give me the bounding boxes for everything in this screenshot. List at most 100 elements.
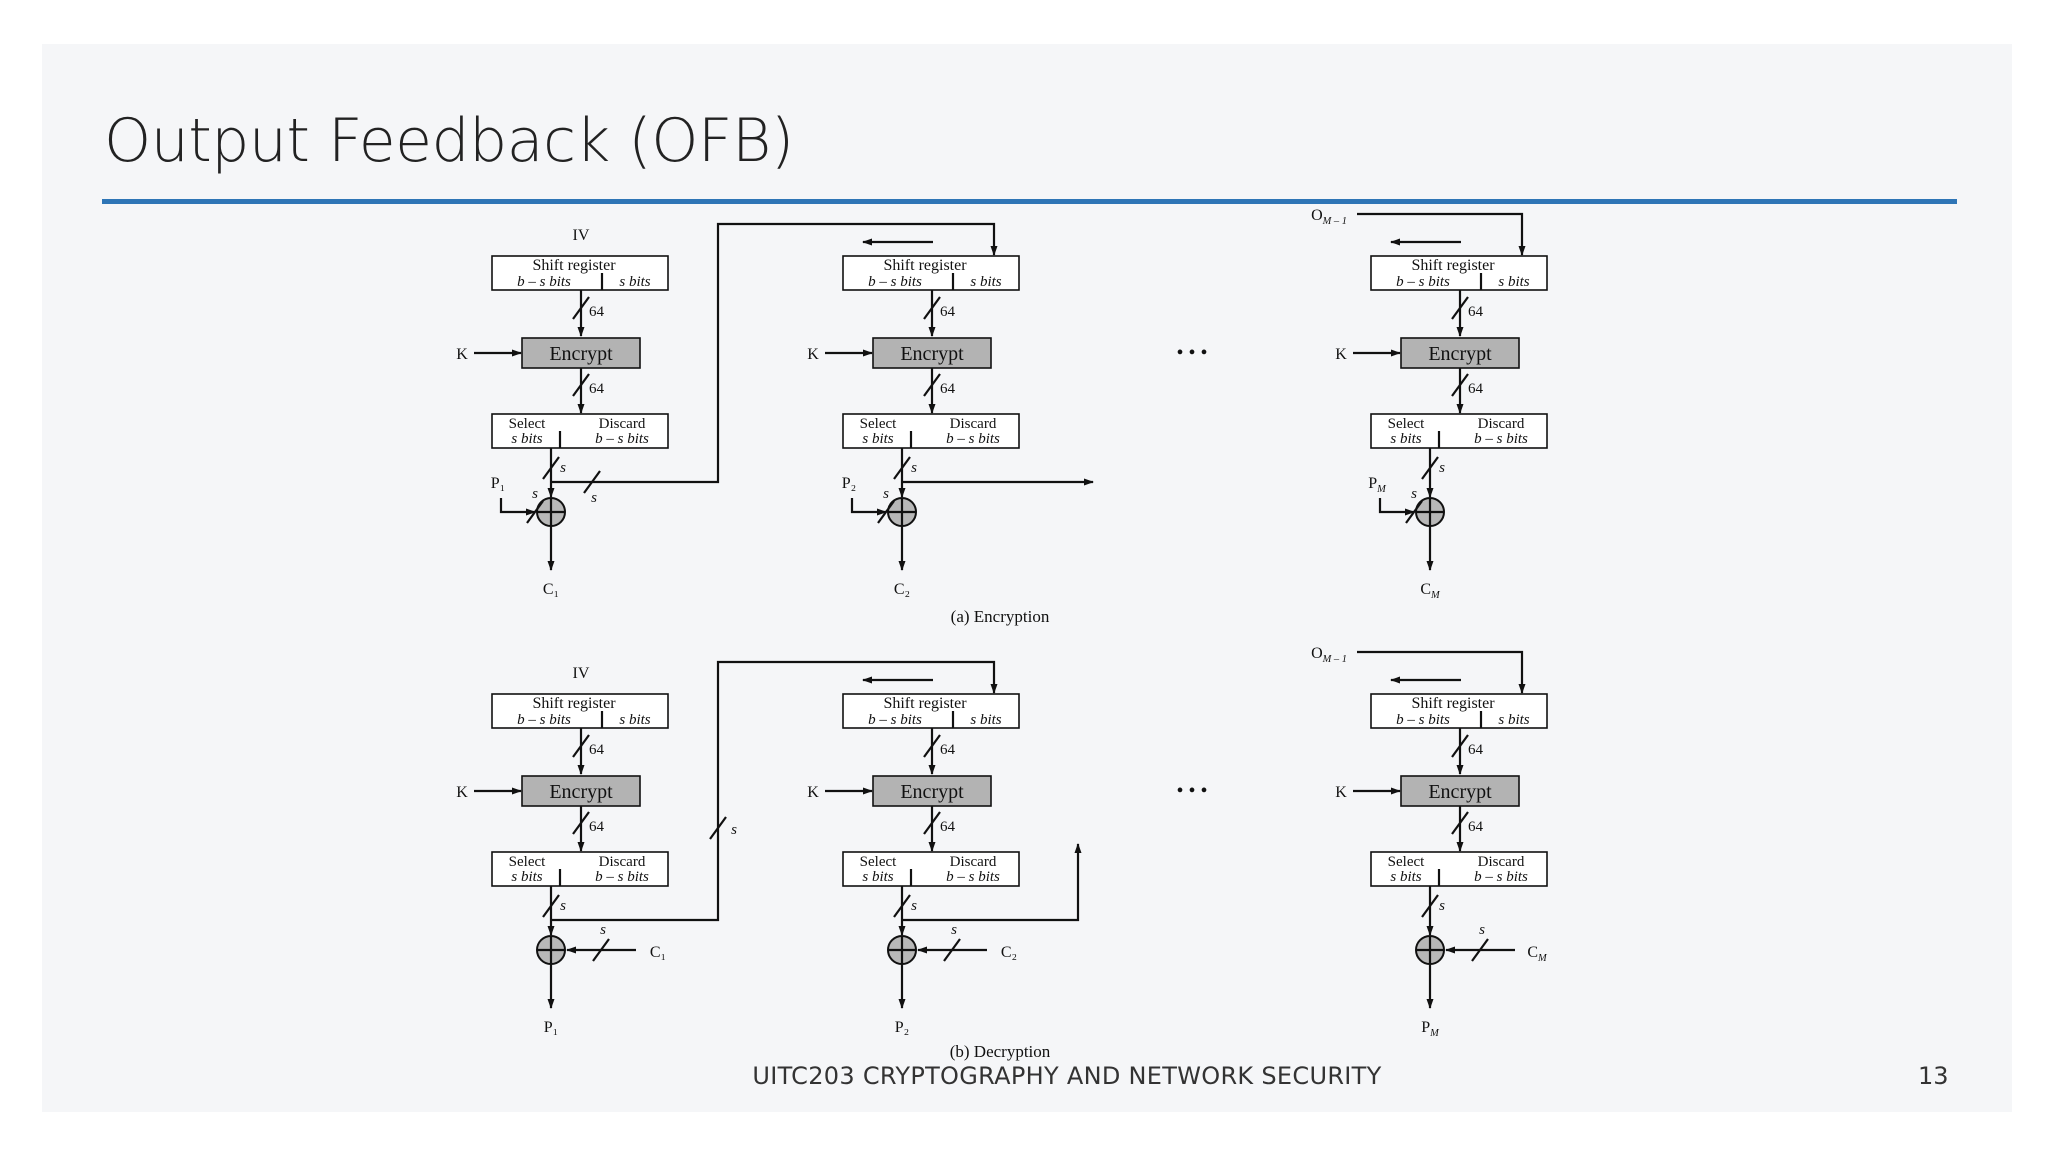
enc-stage2-output-label: C₂ — [894, 581, 910, 598]
enc-stage3-width-out: 64 — [1468, 381, 1484, 397]
enc-stage1-discard-label: Discard — [599, 416, 646, 432]
dec-stage2-input-label-main: C₂ — [1001, 944, 1017, 961]
enc-stage2-shift-left: b – s bits — [868, 274, 922, 290]
enc-stage3-output-label-sub: M — [1430, 590, 1441, 601]
dec-stage3-encrypt-label: Encrypt — [1428, 781, 1492, 803]
enc-stage3-input-slash — [1405, 500, 1423, 524]
enc-stage1-input-label-main: P₁ — [491, 475, 505, 492]
dec-stage2-width-slash-in — [923, 734, 941, 758]
enc-stage1-width-slash-in — [572, 296, 590, 320]
enc-stage2-width-slash-out — [923, 373, 941, 397]
dec-stage1-input-s: s — [600, 922, 606, 938]
page-number: 13 — [1918, 1062, 1949, 1090]
enc-stage2-select-sub: s bits — [862, 431, 893, 447]
enc-stage1-input-s: s — [532, 486, 538, 502]
dec-stage2-input-s: s — [951, 922, 957, 938]
enc-stage3-width-in: 64 — [1468, 304, 1484, 320]
enc-stage3-encrypt-box — [1400, 337, 1520, 369]
dec-stage1-encrypt-box — [521, 775, 641, 807]
enc-stage1-input-slash — [526, 500, 544, 524]
dec-stage2-discard-label: Discard — [950, 854, 997, 870]
enc-stage3-input-label-sub: M — [1376, 484, 1387, 495]
enc-stage3-input-line — [1378, 498, 1415, 516]
dec-stage1-shift-title: Shift register — [532, 695, 616, 712]
enc-stage3-select-sub: s bits — [1390, 431, 1421, 447]
title-underline — [102, 199, 1957, 204]
dec-stage3-input-label-sub: M — [1537, 953, 1548, 964]
enc-stage2-output-label-main: C₂ — [894, 581, 910, 598]
enc-stage3-s-label: s — [1439, 460, 1445, 476]
dec-stage3-select-label: Select — [1388, 854, 1425, 870]
enc-stage2-discard-sub: b – s bits — [946, 431, 1000, 447]
dec-stage1-shift-right: s bits — [619, 712, 650, 728]
enc-stage1-width-slash-out — [572, 373, 590, 397]
enc-stage1-shift-register — [491, 255, 669, 291]
dec-stage3-top-label-sub: M – 1 — [1322, 654, 1347, 665]
enc-stage2-width-in: 64 — [940, 304, 956, 320]
enc-stage1-select-sub: s bits — [511, 431, 542, 447]
enc-stage3-width-slash-out — [1451, 373, 1469, 397]
dec-stage2-input-label: C₂ — [1001, 944, 1017, 961]
dec-stage3-select-discard — [1370, 851, 1548, 887]
dec-stage3-key-label: K — [1335, 784, 1347, 801]
dec-stage1-input-label: C₁ — [650, 944, 666, 961]
dec-stage3-input-slash — [1471, 938, 1489, 962]
enc-stage3-encrypt-label: Encrypt — [1428, 343, 1492, 365]
enc-stage2-input-label-main: P₂ — [842, 475, 856, 492]
enc-stage1-output-label: C₁ — [543, 581, 559, 598]
dec-stage3-select-sub: s bits — [1390, 869, 1421, 885]
dec-stage1-select-label: Select — [509, 854, 546, 870]
enc-stage2-discard-label: Discard — [950, 416, 997, 432]
dec-stage2-s-label: s — [911, 898, 917, 914]
dec-stage3-width-slash-out — [1451, 811, 1469, 835]
enc-stage1-input-label: P₁ — [491, 475, 505, 492]
dec-stage1-s-label: s — [560, 898, 566, 914]
dec-stage2-out-line — [902, 843, 1082, 922]
enc-feedback-line — [551, 222, 998, 484]
dec-stage3-shift-right: s bits — [1498, 712, 1529, 728]
dec-stage3-encrypt-box — [1400, 775, 1520, 807]
dec-stage1-input-slash — [592, 938, 610, 962]
dec-stage2-shift-left: b – s bits — [868, 712, 922, 728]
enc-stage3-shift-title: Shift register — [1411, 257, 1495, 274]
enc-stage1-select-discard — [491, 413, 669, 449]
enc-stage3-feed-line — [1357, 212, 1526, 256]
dec-stage1-discard-label: Discard — [599, 854, 646, 870]
enc-stage1-input-line — [499, 498, 536, 516]
dec-stage2-shift-right: s bits — [970, 712, 1001, 728]
dec-stage3-top-label: OM – 1 — [1311, 645, 1347, 665]
enc-stage3-shift-right: s bits — [1498, 274, 1529, 290]
enc-stage3-discard-sub: b – s bits — [1474, 431, 1528, 447]
enc-stage1-discard-sub: b – s bits — [595, 431, 649, 447]
enc-stage1-shift-right: s bits — [619, 274, 650, 290]
enc-feedback-slash — [583, 470, 601, 494]
enc-stage1-width-out: 64 — [589, 381, 605, 397]
dec-stage1-top-label: IV — [573, 665, 590, 682]
dec-stage1-output-label: P₁ — [544, 1019, 558, 1036]
enc-stage2-encrypt-box — [872, 337, 992, 369]
enc-stage1-select-label: Select — [509, 416, 546, 432]
enc-stage2-input-line — [850, 498, 887, 516]
enc-stage3-shift-register — [1370, 255, 1548, 291]
enc-stage2-width-slash-in — [923, 296, 941, 320]
enc-stage2-input-s: s — [883, 486, 889, 502]
enc-stage3-top-label: OM – 1 — [1311, 207, 1347, 227]
enc-stage1-encrypt-box — [521, 337, 641, 369]
decryption-caption: (b) Decryption — [950, 1042, 1051, 1061]
dec-stage3-top-label-main: O — [1311, 645, 1323, 662]
dec-stage1-discard-sub: b – s bits — [595, 869, 649, 885]
dec-stage3-shift-left: b – s bits — [1396, 712, 1450, 728]
dec-stage3-output-label-main: P — [1421, 1019, 1430, 1036]
dec-stage3-width-slash-in — [1451, 734, 1469, 758]
dec-stage1-shift-left: b – s bits — [517, 712, 571, 728]
enc-stage2-encrypt-label: Encrypt — [900, 343, 964, 365]
dec-stage1-select-discard — [491, 851, 669, 887]
dec-stage2-select-label: Select — [860, 854, 897, 870]
dec-stage2-width-out: 64 — [940, 819, 956, 835]
encryption-caption: (a) Encryption — [951, 607, 1050, 626]
dec-stage3-feed-line — [1357, 650, 1526, 694]
dec-stage2-key-label: K — [807, 784, 819, 801]
dec-stage2-discard-sub: b – s bits — [946, 869, 1000, 885]
